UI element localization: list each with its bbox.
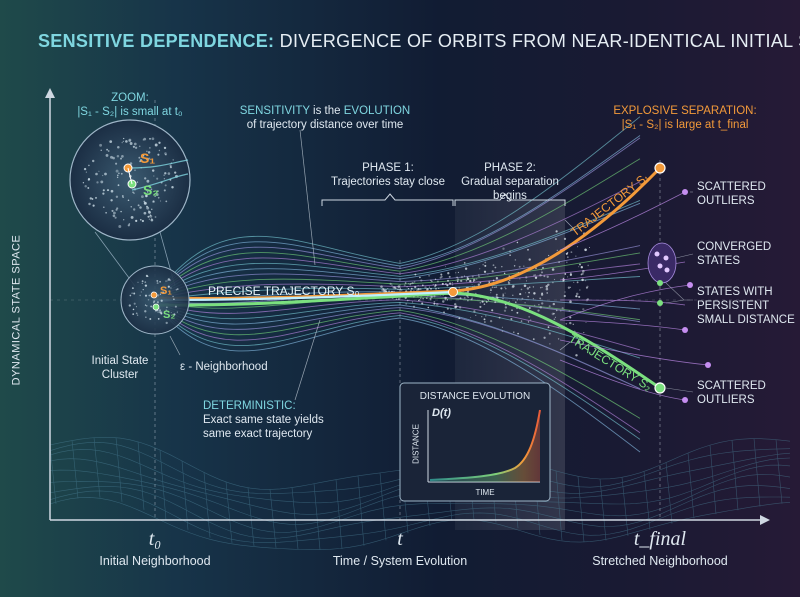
- persistent-3: SMALL DISTANCE: [697, 314, 795, 326]
- initial-cluster-circle: [120, 265, 190, 335]
- converged-states-region: [647, 242, 677, 284]
- explosive-formula: |S₁ - S₂| is large at t_final: [621, 119, 749, 131]
- sensitivity-caption: SENSITIVITY is the EVOLUTION: [225, 105, 425, 118]
- precise-trajectory-label: PRECISE TRAJECTORY S₀: [208, 284, 360, 298]
- x-axis-arrow: [760, 515, 770, 525]
- converged-state-dots: [654, 251, 670, 273]
- zoom-s1-label: S₁: [140, 150, 156, 166]
- zoom-trajectory-rays: [129, 159, 189, 191]
- zoom-s1-point: [123, 163, 133, 173]
- t0-symbol: t₀: [148, 528, 162, 550]
- t-label: Time / System Evolution: [332, 554, 468, 568]
- explosive-heading: EXPLOSIVE SEPARATION:: [613, 105, 757, 117]
- inset-curve: [429, 409, 541, 481]
- phase2-brace: [454, 193, 566, 206]
- zoom-heading: ZOOM:: [111, 92, 149, 104]
- evolution-word: EVOLUTION: [343, 105, 411, 117]
- initial-state-label-2: Cluster: [101, 369, 139, 381]
- t-symbol: t: [397, 528, 403, 550]
- persistent-points: [657, 280, 663, 306]
- phase2-desc1: Gradual separation: [461, 176, 559, 188]
- convergence-point: [448, 287, 458, 297]
- y-axis-arrow: [45, 88, 55, 98]
- scattered-top-1: SCATTERED: [697, 181, 766, 193]
- deterministic-heading: DETERMINISTIC:: [203, 400, 296, 412]
- cluster-s1-point: [150, 291, 158, 299]
- scattered-top-2: OUTLIERS: [697, 195, 755, 207]
- zoom-particles: [82, 137, 178, 228]
- right-label-connectors: [665, 191, 694, 393]
- persistent-2: PERSISTENT: [697, 300, 770, 312]
- trajectory-s0-line: [154, 290, 454, 302]
- cluster-s2-label: S₂: [163, 309, 176, 321]
- sensitivity-line2: of trajectory distance over time: [246, 119, 404, 131]
- cluster-s2-point: [152, 303, 160, 311]
- inset-formula: D(t): [432, 407, 451, 419]
- phase2-desc2: begins: [493, 190, 527, 202]
- sensitivity-mid: is the: [309, 105, 344, 117]
- inset-title: DISTANCE EVOLUTION: [419, 391, 531, 402]
- initial-state-label-1: Initial State: [91, 355, 149, 367]
- converged-1: CONVERGED: [697, 241, 772, 253]
- sensitivity-word: SENSITIVITY: [239, 105, 310, 117]
- leader-lines: [169, 129, 576, 401]
- inset-y-label: DISTANCE: [411, 424, 421, 464]
- phase1-brace: [321, 193, 454, 206]
- s2-final-point: [654, 382, 666, 394]
- converged-2: STATES: [697, 255, 741, 267]
- persistent-1: STATES WITH: [697, 286, 773, 298]
- zoom-s2-label: S₂: [143, 182, 159, 198]
- cluster-s1-label: S₁: [160, 285, 172, 297]
- epsilon-neighborhood-label: ε - Neighborhood: [180, 361, 268, 373]
- outlier-traces: [559, 191, 709, 401]
- page-title: SENSITIVE DEPENDENCE: DIVERGENCE OF ORBI…: [38, 30, 800, 52]
- tfinal-symbol: t_final: [633, 528, 687, 550]
- deterministic-line2: same exact trajectory: [203, 428, 313, 440]
- zoom-formula: |S₁ - S₂| is small at t₀: [77, 106, 183, 118]
- scattered-bot-2: OUTLIERS: [697, 394, 755, 406]
- s1-final-point: [654, 162, 666, 174]
- t0-label: Initial Neighborhood: [99, 554, 211, 568]
- trajectory-bundle: [159, 116, 641, 453]
- phase1-title: PHASE 1:: [362, 162, 414, 174]
- y-axis-label: DYNAMICAL STATE SPACE: [10, 234, 23, 386]
- outlier-points: [682, 189, 711, 403]
- tfinal-label: Stretched Neighborhood: [592, 554, 728, 568]
- zoom-distance-link: [127, 167, 133, 185]
- scattered-bot-1: SCATTERED: [697, 380, 766, 392]
- phase1-desc: Trajectories stay close: [331, 176, 445, 188]
- inset-area: [430, 410, 540, 482]
- inset-x-label: TIME: [475, 488, 495, 497]
- phase2-title: PHASE 2:: [484, 162, 536, 174]
- title-lead: SENSITIVE DEPENDENCE:: [38, 31, 275, 51]
- title-rest: DIVERGENCE OF ORBITS FROM NEAR-IDENTICAL…: [279, 31, 800, 51]
- deterministic-line1: Exact same state yields: [203, 414, 324, 426]
